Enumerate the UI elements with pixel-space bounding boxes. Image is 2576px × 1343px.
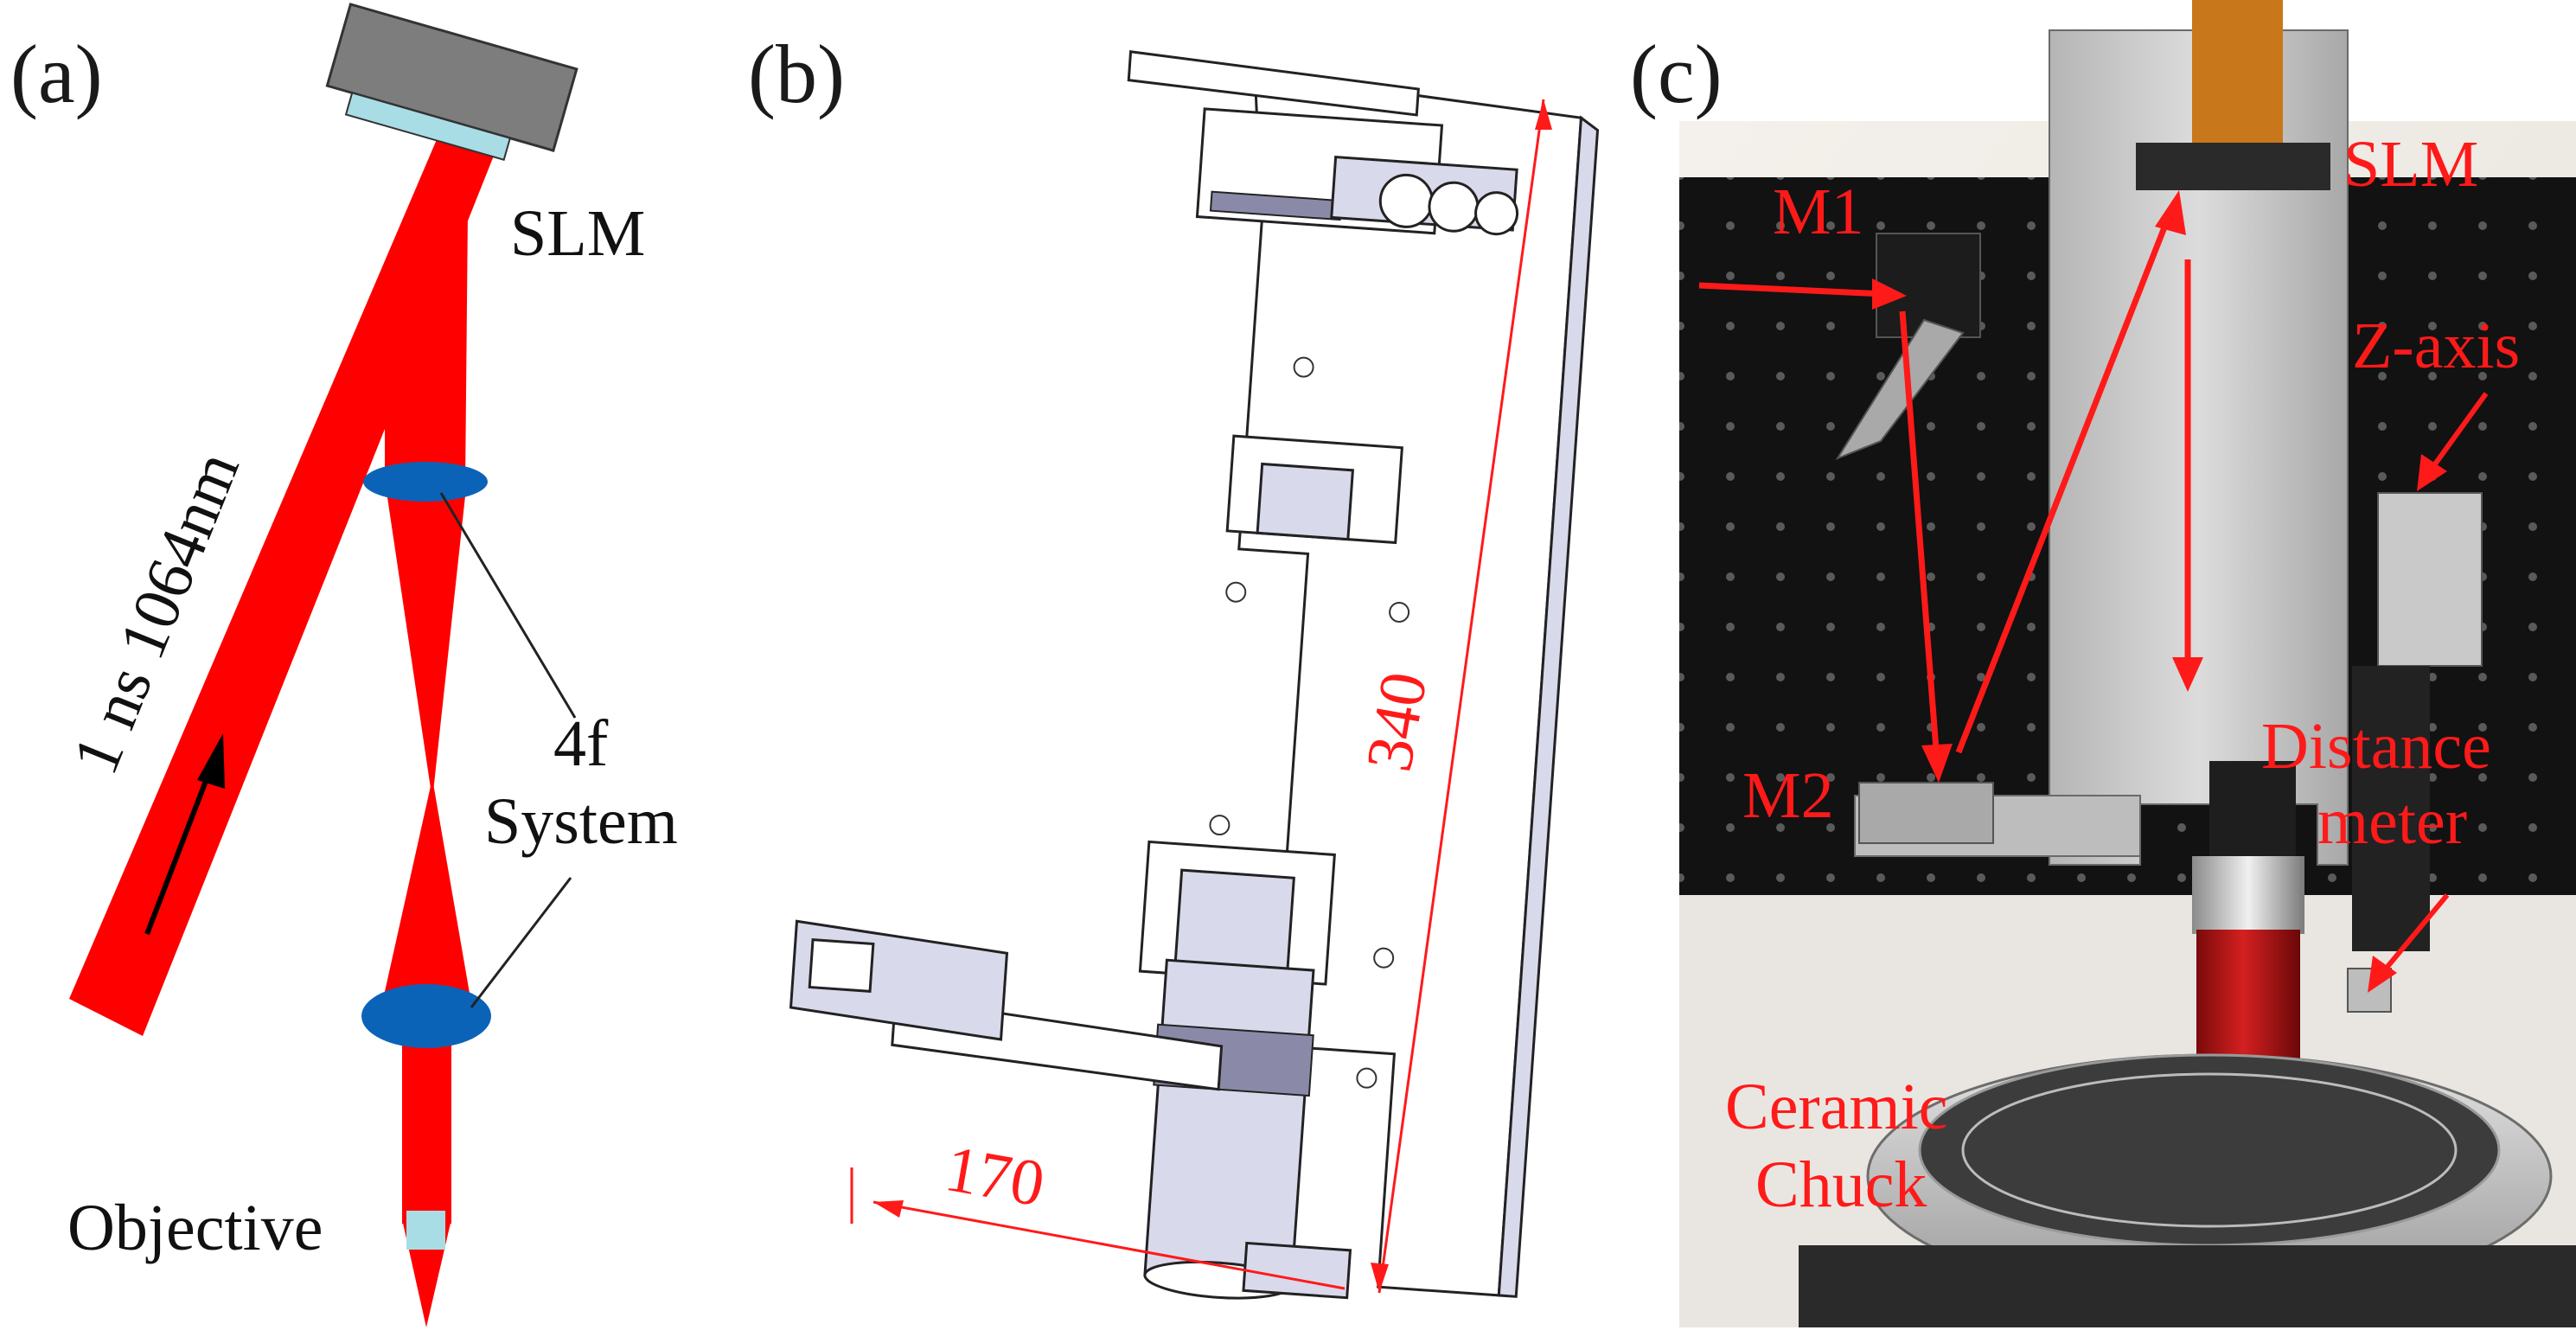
pointer-arrow-icon (2368, 956, 2397, 993)
slm-device (325, 3, 578, 161)
beam-arrow-icon (1921, 744, 1953, 783)
panel-a: (a) SLM 1 ns 1064nm 4f System Objective (10, 3, 678, 1327)
lens-2 (361, 984, 491, 1048)
beam-arrow-icon (2172, 657, 2203, 692)
objective-barrel (2192, 856, 2304, 934)
zaxis-label: Z-axis (2352, 310, 2520, 382)
panel-a-label: (a) (10, 28, 103, 120)
beam-direction-arrow (144, 764, 214, 936)
slm-head (2136, 143, 2330, 190)
objective-mount (2209, 761, 2296, 856)
cad-hole (1373, 947, 1395, 969)
zaxis-pointer (2427, 392, 2489, 473)
dimension-arrow-icon (1535, 99, 1552, 130)
slm-ribbon-cable (2192, 0, 2283, 151)
m2-label: M2 (1742, 759, 1834, 832)
dimension-line-height (1377, 99, 1545, 1294)
dimension-width-label: 170 (940, 1132, 1050, 1221)
beam-path (1698, 210, 2191, 762)
arrowhead-icon (197, 733, 225, 789)
objective-label: Objective (67, 1192, 323, 1264)
cad-hole (1225, 581, 1247, 603)
cad-bottom-bracket (1242, 1241, 1352, 1300)
beam-to-objective (402, 1038, 451, 1224)
panel-c: (c) (1630, 0, 2576, 1327)
4f-beam-diverging (382, 778, 471, 1003)
cad-objective-cylinder (1143, 958, 1315, 1287)
cad-side-flange (1497, 115, 1600, 1298)
beam-input (1698, 282, 1886, 297)
panel-b-label: (b) (748, 28, 845, 120)
4f-leader-line-1 (439, 492, 577, 719)
distance-meter-pointer (2380, 893, 2450, 975)
m1-mirror-mount (1876, 233, 1981, 338)
cad-hole (1389, 601, 1410, 623)
dimension-height-label: 340 (1352, 667, 1441, 777)
granite-base (1799, 1245, 2576, 1327)
cad-upper-clamp-block (1256, 462, 1355, 541)
dimension-arrow-icon (873, 1200, 904, 1218)
m2-mirror-mount (1858, 782, 1994, 844)
4f-leader-line-2 (470, 877, 572, 1008)
m1-label: M1 (1773, 176, 1864, 248)
cad-hole (1293, 356, 1314, 378)
beam-arrow-icon (1872, 278, 1907, 310)
distance-meter-body (2352, 666, 2430, 951)
ceramic-chuck-surface (1918, 1053, 2501, 1247)
beam-arrow-icon (2155, 190, 2186, 235)
panel-c-label: (c) (1630, 28, 1723, 120)
4f-label-line2: System (484, 785, 678, 858)
reflected-laser-beam (385, 121, 469, 484)
mounting-plate (2049, 29, 2349, 866)
cad-top-arm (1127, 50, 1420, 117)
distance-meter-label-line2: meter (2317, 785, 2467, 858)
pointer-arrow-icon (2417, 454, 2447, 491)
lens-1 (363, 462, 488, 502)
chuck-label-line1: Ceramic (1725, 1071, 1947, 1143)
incoming-laser-beam (69, 119, 506, 1036)
distance-meter-label-line1: Distance (2261, 710, 2491, 783)
chuck-label-line2: Chuck (1755, 1148, 1927, 1221)
4f-label-line1: 4f (553, 707, 609, 780)
slm-face (344, 92, 512, 161)
m1-post (1835, 318, 1965, 461)
z-axis-stage (2377, 492, 2483, 667)
cad-hole (1356, 1067, 1377, 1089)
cad-connector-knob-3 (1474, 191, 1519, 236)
dimension-arrow-icon (1371, 1263, 1389, 1293)
cad-hole (1209, 815, 1230, 836)
beam-m1-to-m2 (1899, 310, 1940, 762)
cad-model (789, 50, 1600, 1300)
panel-b: (b) (748, 28, 1600, 1300)
objective-block (406, 1211, 445, 1250)
slm-label-a: SLM (510, 197, 645, 270)
4f-beam-converging (385, 480, 467, 800)
chuck-inner-ring (1961, 1072, 2458, 1228)
slm-label-c: SLM (2343, 128, 2478, 201)
beam-m2-to-slm (1955, 210, 2174, 754)
dimension-line-width (873, 1200, 1346, 1290)
cad-m2-mount (808, 937, 875, 993)
